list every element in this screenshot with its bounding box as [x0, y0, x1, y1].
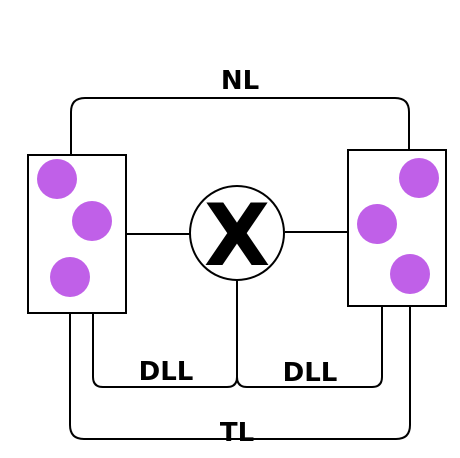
- nl-connection-line: [70, 97, 410, 156]
- center-x-symbol: X: [204, 186, 270, 286]
- right-dot-3: [390, 254, 430, 294]
- dll-left-label: DLL: [139, 357, 194, 387]
- left-dot-1: [37, 159, 77, 199]
- nl-label: NL: [221, 66, 259, 96]
- tl-connection-line: [69, 306, 411, 440]
- dll-right-line: [236, 306, 383, 388]
- right-dot-2: [357, 204, 397, 244]
- dll-right-label: DLL: [283, 358, 338, 388]
- tl-label: TL: [220, 418, 254, 448]
- left-dot-2: [72, 201, 112, 241]
- left-dot-3: [50, 257, 90, 297]
- center-node: [189, 185, 285, 281]
- right-dot-1: [399, 158, 439, 198]
- dll-left-line: [92, 281, 238, 388]
